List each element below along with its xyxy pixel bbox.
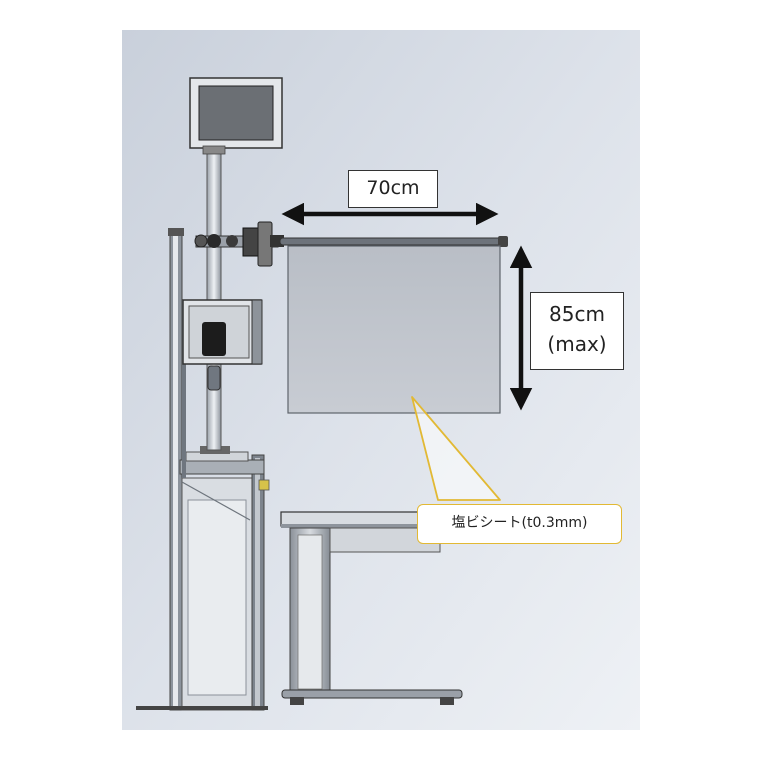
arm-clamp-head <box>257 221 273 267</box>
rack-back-post-inner <box>173 232 178 708</box>
desk-leg-inner <box>297 534 323 690</box>
yellow-clamp <box>258 479 270 491</box>
width-dimension-label: 70cm <box>348 170 438 208</box>
desk-top-edge <box>281 524 461 528</box>
desk-foot <box>281 689 463 699</box>
height-note: (max) <box>547 332 607 356</box>
pvc-sheet <box>279 236 508 414</box>
rack-side-edge <box>182 300 186 478</box>
arm-joint-left <box>194 234 208 248</box>
rack-foot <box>136 706 268 710</box>
desk <box>280 511 463 705</box>
keyboard-shelf <box>179 459 265 475</box>
height-dimension-label: 85cm (max) <box>530 292 624 370</box>
vertical-pole <box>206 145 222 451</box>
arm-joint-mid <box>207 234 221 248</box>
rack-inner-panel <box>187 499 247 696</box>
callout-leader <box>411 396 501 501</box>
top-monitor-mount <box>202 145 226 155</box>
middle-monitor-side <box>251 299 263 365</box>
rack-brace <box>181 481 251 521</box>
desk-foot-pad-right <box>440 697 454 705</box>
arm-clamp <box>194 221 284 267</box>
rack-front-post-inner <box>255 458 260 708</box>
rack-top-cap <box>168 228 184 236</box>
sheet-rod <box>279 237 505 246</box>
material-callout: 塩ビシート(t0.3mm) <box>417 504 622 544</box>
top-monitor <box>189 77 283 155</box>
monitor-bracket-knob <box>207 365 221 391</box>
top-monitor-screen <box>198 85 274 141</box>
monitor-bracket <box>202 322 226 356</box>
sheet-body <box>287 245 501 414</box>
height-value: 85cm <box>549 302 605 326</box>
middle-monitor <box>182 299 263 391</box>
desk-foot-pad-left <box>290 697 304 705</box>
arm-joint-mid2 <box>226 235 238 247</box>
sheet-rod-cap <box>498 236 508 247</box>
